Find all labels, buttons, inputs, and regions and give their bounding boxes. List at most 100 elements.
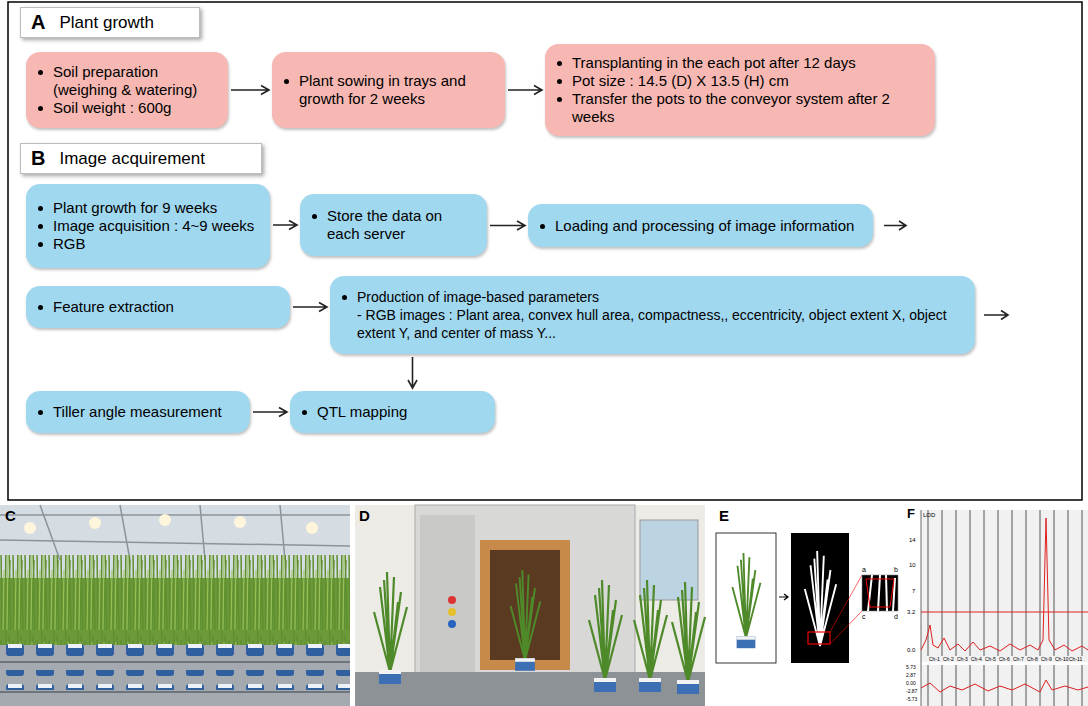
section-letter: B bbox=[31, 147, 45, 170]
process-box: Feature extraction bbox=[26, 286, 290, 328]
flow-arrow bbox=[490, 221, 525, 230]
panel-letter: D bbox=[359, 508, 370, 523]
box-text: RGB bbox=[53, 235, 86, 253]
flow-arrow bbox=[408, 357, 417, 388]
box-text: Soil preparation (weighing & watering) bbox=[53, 63, 218, 99]
bullet-dot bbox=[38, 106, 43, 111]
segmentation-figure bbox=[716, 533, 898, 663]
section-title: Plant growth bbox=[59, 13, 154, 33]
box-text: Store the data on each server bbox=[327, 207, 477, 243]
bullet-dot bbox=[557, 97, 562, 102]
box-text: Tiller angle measurement bbox=[53, 403, 222, 421]
process-box: Store the data on each server bbox=[300, 194, 487, 256]
panel-letter: E bbox=[719, 508, 729, 523]
text-row: Plant growth for 9 weeks bbox=[38, 199, 260, 217]
bullet-dot bbox=[284, 79, 289, 84]
flow-arrow bbox=[253, 408, 287, 417]
flow-arrow bbox=[293, 303, 327, 312]
axis-tick: 2.87 bbox=[906, 673, 916, 678]
flow-arrow bbox=[273, 221, 297, 230]
box-text: Pot size : 14.5 (D) X 13.5 (H) cm bbox=[572, 72, 789, 90]
process-box: Production of image-based parameters- RG… bbox=[330, 276, 975, 354]
corner-letter: d bbox=[894, 613, 898, 620]
axis-tick: 0.00 bbox=[906, 681, 916, 686]
chromosome-label: Ch-11 bbox=[1069, 657, 1082, 662]
section-letter: A bbox=[31, 11, 45, 34]
process-box: Tiller angle measurement bbox=[26, 391, 250, 433]
chromosome-label: Ch-6 bbox=[999, 657, 1010, 662]
bullet-dot bbox=[38, 206, 43, 211]
text-row: Loading and processing of image informat… bbox=[540, 217, 863, 235]
text-row: - RGB images : Plant area, convex hull a… bbox=[357, 306, 965, 342]
chromosome-label: Ch-10 bbox=[1055, 657, 1069, 662]
process-box: Plant sowing in trays and growth for 2 w… bbox=[272, 52, 505, 128]
process-box: QTL mapping bbox=[290, 391, 495, 433]
text-row: Soil preparation (weighing & watering) bbox=[38, 63, 218, 99]
bullet-dot bbox=[38, 305, 43, 310]
box-text: Feature extraction bbox=[53, 298, 174, 316]
process-box: Soil preparation (weighing & watering)So… bbox=[26, 52, 228, 128]
section-frame bbox=[8, 2, 1082, 500]
chromosome-label: Ch-2 bbox=[943, 657, 954, 662]
axis-tick: 5.73 bbox=[906, 665, 916, 670]
text-row: Production of image-based parameters bbox=[342, 288, 965, 306]
bullet-dot bbox=[38, 410, 43, 415]
chromosome-label: Ch-5 bbox=[985, 657, 996, 662]
text-row: RGB bbox=[38, 235, 260, 253]
bullet-dot bbox=[540, 224, 545, 229]
text-row: Pot size : 14.5 (D) X 13.5 (H) cm bbox=[557, 72, 925, 90]
axis-tick: -5.73 bbox=[906, 697, 917, 702]
chromosome-label: Ch-9 bbox=[1041, 657, 1052, 662]
bullet-dot bbox=[312, 214, 317, 219]
text-row: Image acquisition : 4~9 weeks bbox=[38, 217, 260, 235]
bullet-dot bbox=[302, 410, 307, 415]
bullet-dot bbox=[38, 224, 43, 229]
axis-tick: 0.0 bbox=[907, 647, 915, 653]
text-row: QTL mapping bbox=[302, 403, 485, 421]
box-text: Transfer the pots to the conveyor system… bbox=[572, 90, 925, 126]
box-text: Plant sowing in trays and growth for 2 w… bbox=[299, 72, 495, 108]
text-row: Soil weight : 600g bbox=[38, 99, 218, 117]
process-box: Loading and processing of image informat… bbox=[528, 204, 873, 247]
axis-tick: -2.87 bbox=[906, 689, 917, 694]
flow-arrow bbox=[508, 86, 542, 95]
process-box: Plant growth for 9 weeksImage acquisitio… bbox=[26, 184, 270, 268]
imaging-chamber-photo bbox=[355, 505, 705, 706]
axis-tick: 14 bbox=[909, 537, 916, 543]
greenhouse-photo bbox=[0, 505, 350, 706]
chromosome-label: Ch-3 bbox=[957, 657, 968, 662]
section-header: B Image acquirement bbox=[20, 143, 262, 174]
bullet-dot bbox=[38, 242, 43, 247]
box-text: Production of image-based parameters bbox=[357, 288, 599, 306]
text-row: Feature extraction bbox=[38, 298, 280, 316]
axis-title: LOD bbox=[923, 512, 935, 518]
text-row: Store the data on each server bbox=[312, 207, 477, 243]
corner-letter: c bbox=[862, 613, 866, 620]
bullet-dot bbox=[557, 79, 562, 84]
box-text: QTL mapping bbox=[317, 403, 407, 421]
text-row: Transfer the pots to the conveyor system… bbox=[557, 90, 925, 126]
process-box: Transplanting in the each pot after 12 d… bbox=[545, 44, 935, 136]
panel-letter: C bbox=[5, 508, 16, 523]
axis-tick: 10 bbox=[909, 562, 916, 568]
section-header: A Plant growth bbox=[20, 7, 200, 38]
panel-letter: F bbox=[907, 507, 915, 520]
bullet-dot bbox=[342, 295, 347, 300]
corner-letter: a bbox=[862, 566, 866, 573]
box-text: Transplanting in the each pot after 12 d… bbox=[572, 54, 856, 72]
chromosome-label: Ch-4 bbox=[971, 657, 982, 662]
text-row: Plant sowing in trays and growth for 2 w… bbox=[284, 72, 495, 108]
corner-letter: b bbox=[894, 566, 898, 573]
box-text: Soil weight : 600g bbox=[53, 99, 171, 117]
axis-tick: 3.2 bbox=[907, 609, 915, 615]
bullet-dot bbox=[557, 61, 562, 66]
section-title: Image acquirement bbox=[59, 149, 205, 169]
box-text: - RGB images : Plant area, convex hull a… bbox=[357, 306, 965, 342]
chromosome-label: Ch-8 bbox=[1027, 657, 1038, 662]
box-text: Image acquisition : 4~9 weeks bbox=[53, 217, 254, 235]
box-text: Loading and processing of image informat… bbox=[555, 217, 854, 235]
axis-tick: 7 bbox=[912, 588, 915, 594]
flow-arrow bbox=[231, 86, 269, 95]
box-text: Plant growth for 9 weeks bbox=[53, 199, 217, 217]
